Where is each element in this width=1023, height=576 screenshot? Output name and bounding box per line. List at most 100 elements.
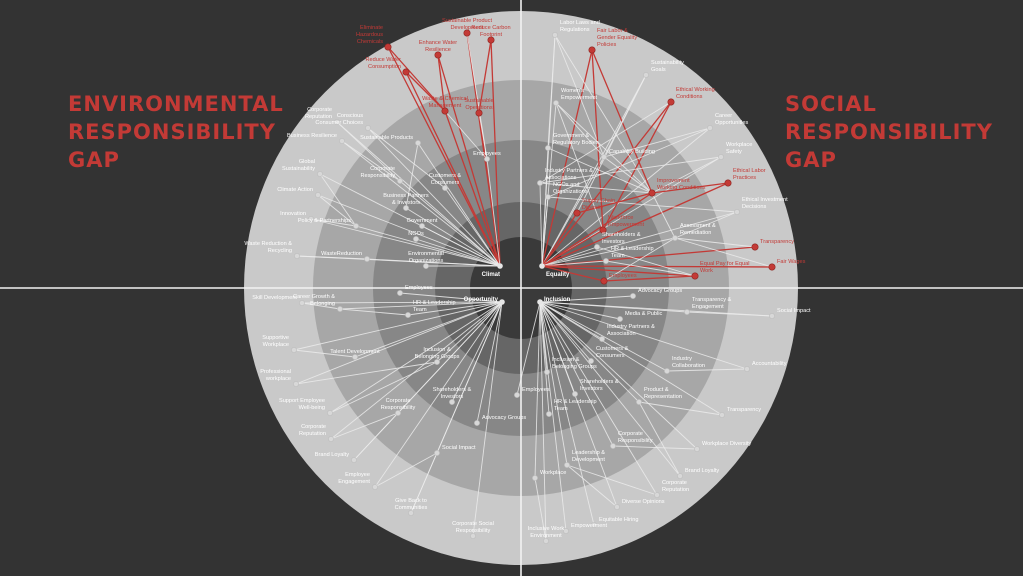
node-dot bbox=[630, 293, 636, 299]
node-label: Skill Development bbox=[252, 295, 297, 301]
link-line bbox=[353, 412, 399, 461]
node-dot bbox=[364, 256, 370, 262]
spoke-line bbox=[541, 237, 676, 267]
node-dot bbox=[543, 538, 549, 544]
node-label: Customers &Consumers bbox=[429, 173, 462, 186]
node-dot bbox=[768, 263, 776, 271]
node-dot bbox=[694, 446, 700, 452]
spoke-line bbox=[301, 301, 503, 304]
node-dot bbox=[337, 306, 343, 312]
spoke-line bbox=[541, 147, 549, 267]
spoke-line bbox=[539, 301, 567, 532]
spoke-line bbox=[539, 301, 748, 370]
spoke-line bbox=[399, 180, 501, 267]
link-line bbox=[651, 156, 722, 194]
spoke-line bbox=[541, 212, 578, 267]
spoke-line bbox=[451, 301, 503, 403]
node-label: Innovation bbox=[280, 211, 306, 217]
hub-dot bbox=[499, 299, 505, 305]
spoke-line bbox=[539, 301, 550, 415]
link-line bbox=[444, 110, 488, 160]
node-dot bbox=[474, 420, 480, 426]
link-line bbox=[336, 121, 401, 182]
node-dot bbox=[308, 216, 314, 222]
node-dot bbox=[327, 410, 333, 416]
spoke-line bbox=[541, 229, 604, 267]
spoke-line bbox=[541, 265, 605, 282]
link-line bbox=[547, 34, 556, 149]
node-dot bbox=[544, 369, 550, 375]
node-dot bbox=[594, 244, 600, 250]
node-dot bbox=[719, 412, 725, 418]
spoke-line bbox=[476, 301, 503, 424]
node-dot bbox=[470, 533, 476, 539]
link-line bbox=[638, 401, 723, 416]
hub-label: Inclusion bbox=[544, 297, 571, 303]
node-label: Fair Wages bbox=[777, 259, 806, 265]
node-dot bbox=[588, 358, 594, 364]
spoke-line bbox=[367, 127, 501, 267]
node-dot bbox=[291, 347, 297, 353]
node-label: Shareholders &Investors bbox=[433, 387, 472, 400]
spoke-line bbox=[387, 46, 501, 267]
node-label: Employees bbox=[473, 151, 501, 157]
link-line bbox=[547, 196, 738, 213]
spoke-line bbox=[539, 301, 547, 542]
link-line bbox=[674, 211, 738, 239]
node-dot bbox=[654, 492, 660, 498]
link-line bbox=[666, 368, 748, 372]
spoke-line bbox=[541, 246, 598, 267]
spoke-line bbox=[366, 258, 501, 267]
node-dot bbox=[572, 391, 578, 397]
link-line bbox=[576, 192, 653, 214]
node-dot bbox=[588, 46, 596, 54]
spoke-line bbox=[339, 301, 503, 310]
spoke-line bbox=[329, 301, 503, 414]
node-label: Talent Development bbox=[330, 349, 380, 355]
link-line bbox=[674, 237, 756, 248]
node-label: Brand Loyalty bbox=[315, 452, 349, 458]
node-dot bbox=[353, 223, 359, 229]
node-dot bbox=[463, 29, 471, 37]
social-gap-title: SOCIAL RESPONSIBILITY GAP bbox=[785, 92, 993, 172]
node-dot bbox=[564, 462, 570, 468]
node-label: Policy & Partnerships bbox=[298, 218, 351, 224]
spoke-line bbox=[539, 301, 698, 450]
node-label: Sustainable Products bbox=[360, 135, 413, 141]
link-line bbox=[603, 275, 696, 282]
node-dot bbox=[449, 399, 455, 405]
node-dot bbox=[403, 205, 409, 211]
node-dot bbox=[365, 125, 371, 131]
node-label: WasteReduction bbox=[321, 251, 362, 257]
link-line bbox=[554, 34, 605, 158]
spoke-line bbox=[541, 265, 773, 268]
spoke-line bbox=[436, 301, 503, 363]
connection-lines bbox=[293, 32, 773, 542]
node-dot bbox=[294, 253, 300, 259]
spoke-line bbox=[407, 301, 503, 316]
spoke-line bbox=[421, 225, 501, 267]
node-label: Industry Partners &Association bbox=[607, 324, 655, 337]
node-label: Social Impact bbox=[442, 445, 476, 451]
link-line bbox=[296, 255, 368, 260]
link-line bbox=[612, 445, 698, 450]
hub-dot bbox=[497, 263, 503, 269]
node-label: Social Impact bbox=[777, 308, 811, 314]
spoke-line bbox=[541, 192, 653, 267]
node-label: Employees bbox=[609, 273, 637, 279]
link-line bbox=[555, 102, 604, 231]
link-line bbox=[591, 49, 604, 231]
link-line bbox=[603, 237, 676, 282]
hub-label: Opportunity bbox=[464, 297, 499, 303]
